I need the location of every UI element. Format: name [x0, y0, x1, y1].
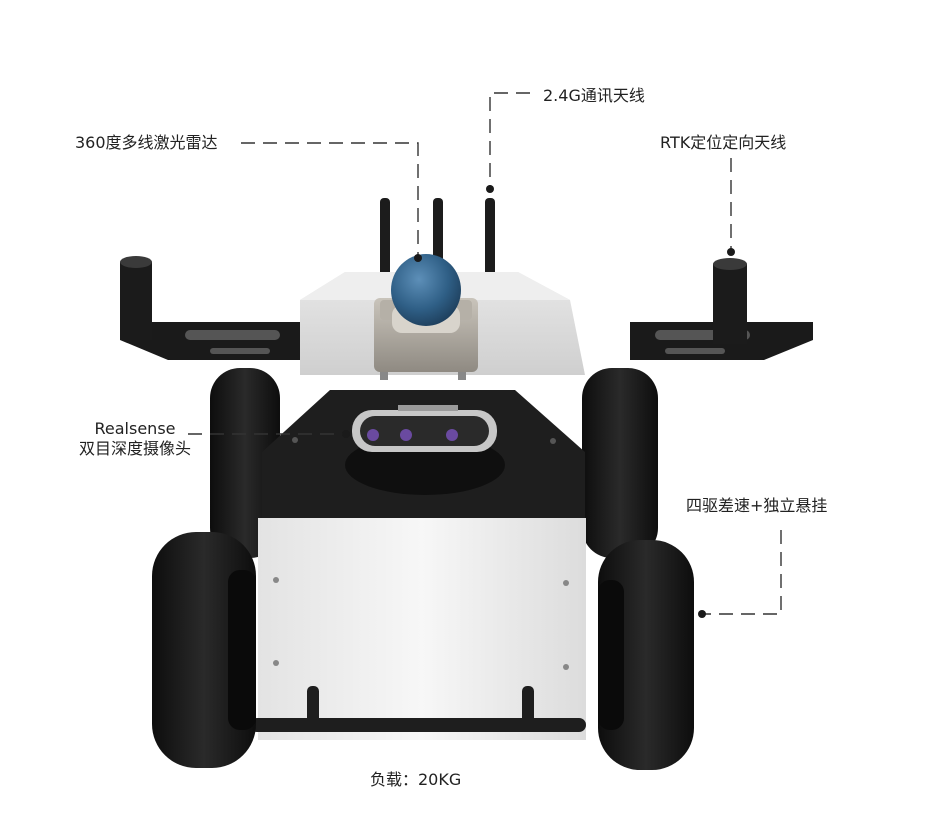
left-post	[120, 256, 152, 340]
camera-callout: Realsense 双目深度摄像头	[72, 419, 198, 459]
leader-dots	[342, 185, 735, 618]
rtk-antenna-post	[713, 258, 747, 344]
drive-callout: 四驱差速+独立悬挂	[686, 496, 828, 515]
lidar-callout: 360度多线激光雷达	[75, 133, 218, 152]
front-left-wheel	[152, 532, 256, 768]
rear-right-wheel	[582, 368, 658, 558]
front-right-wheel	[598, 540, 694, 770]
antenna-24g-callout: 2.4G通讯天线	[543, 86, 645, 105]
payload-label: 负载：20KG	[370, 770, 462, 789]
front-bumper	[250, 686, 586, 732]
camera-callout-line2: 双目深度摄像头	[78, 439, 191, 458]
rtk-antenna-callout: RTK定位定向天线	[660, 133, 787, 152]
realsense-camera	[352, 405, 497, 452]
camera-callout-line1: Realsense	[94, 419, 176, 438]
mounting-plate	[120, 322, 813, 360]
leader-lines	[188, 92, 782, 615]
lidar-unit	[374, 254, 478, 380]
